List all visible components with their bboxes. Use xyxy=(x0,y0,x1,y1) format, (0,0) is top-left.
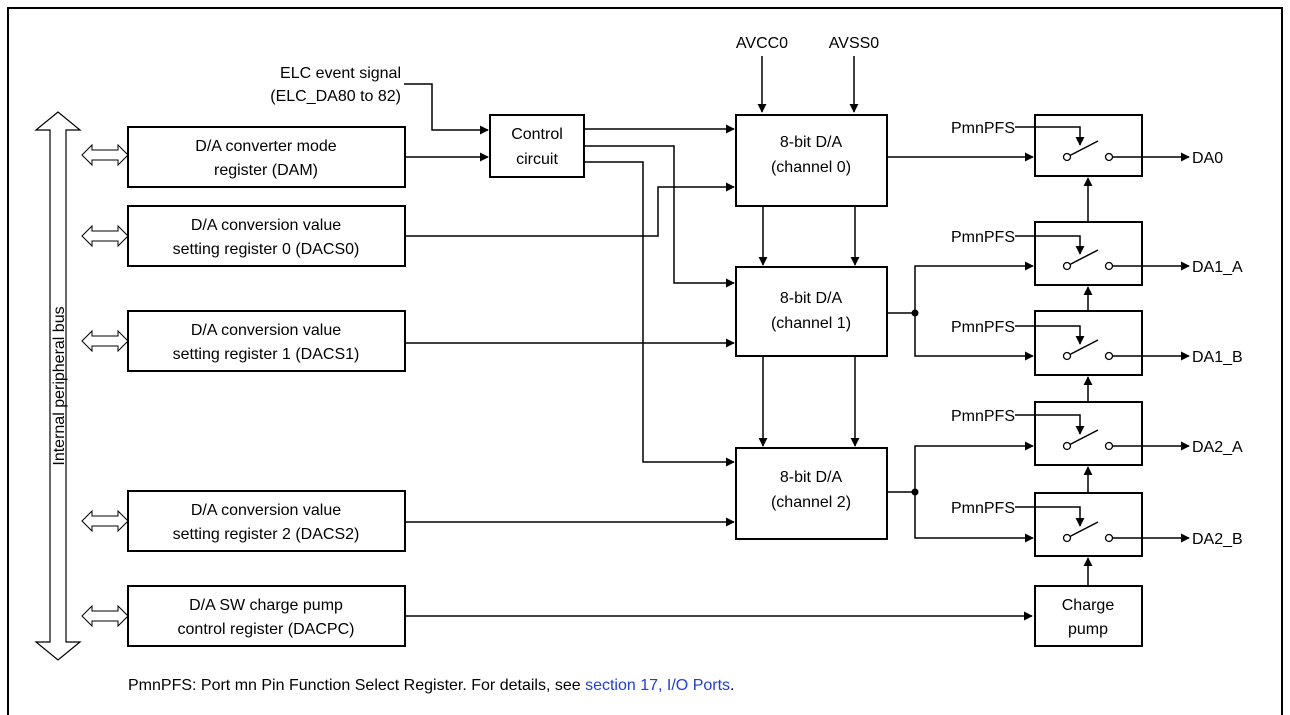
converter-channel-0: 8-bit D/A (channel 0) xyxy=(735,114,888,207)
pmnpfs-label: PmnPFS xyxy=(951,408,1015,425)
svg-text:8-bit D/A: 8-bit D/A xyxy=(780,134,843,151)
register-dacpc: D/A SW charge pump control register (DAC… xyxy=(127,585,406,647)
supply-avss0: AVSS0 xyxy=(829,35,880,113)
bus-link-dam xyxy=(81,143,129,167)
pmnpfs-label: PmnPFS xyxy=(951,319,1015,336)
svg-text:(ELC_DA80 to 82): (ELC_DA80 to 82) xyxy=(270,88,401,105)
output-da2-b: DA2_B xyxy=(1192,531,1243,548)
svg-text:AVCC0: AVCC0 xyxy=(736,35,788,52)
pmnpfs-label: PmnPFS xyxy=(951,120,1015,137)
svg-text:D/A SW charge pump: D/A SW charge pump xyxy=(189,597,343,614)
converter-channel-1: 8-bit D/A (channel 1) xyxy=(735,266,888,357)
svg-text:(channel 1): (channel 1) xyxy=(771,315,851,332)
footnote: PmnPFS: Port mn Pin Function Select Regi… xyxy=(128,677,734,694)
svg-text:D/A conversion value: D/A conversion value xyxy=(191,502,341,519)
bus-link-arrows xyxy=(81,143,129,628)
signal-wires xyxy=(405,124,1034,621)
svg-text:Control: Control xyxy=(511,126,563,143)
svg-text:Charge: Charge xyxy=(1062,597,1115,614)
internal-peripheral-bus: Internal peripheral bus xyxy=(34,111,82,661)
svg-text:setting register 0 (DACS0): setting register 0 (DACS0) xyxy=(173,241,360,258)
svg-text:setting register 1 (DACS1): setting register 1 (DACS1) xyxy=(173,346,360,363)
bus-link-dacs2 xyxy=(81,509,129,533)
register-dacs0: D/A conversion value setting register 0 … xyxy=(127,205,406,267)
register-dam: D/A converter mode register (DAM) xyxy=(127,126,406,188)
pmnpfs-label: PmnPFS xyxy=(951,500,1015,517)
switch-da1-a: PmnPFS xyxy=(951,221,1143,286)
pmnpfs-label: PmnPFS xyxy=(951,229,1015,246)
svg-text:D/A conversion value: D/A conversion value xyxy=(191,322,341,339)
switch-da1-b: PmnPFS xyxy=(951,310,1143,376)
svg-text:pump: pump xyxy=(1068,621,1108,638)
bus-link-dacpc xyxy=(81,604,129,628)
svg-text:circuit: circuit xyxy=(516,151,558,168)
control-circuit: Control circuit xyxy=(489,114,585,178)
svg-text:setting register 2 (DACS2): setting register 2 (DACS2) xyxy=(173,526,360,543)
switch-da0: PmnPFS xyxy=(951,114,1143,177)
footnote-text: PmnPFS: Port mn Pin Function Select Regi… xyxy=(128,677,585,694)
output-da1-b: DA1_B xyxy=(1192,349,1243,366)
output-da2-a: DA2_A xyxy=(1192,439,1243,456)
svg-text:ELC event signal: ELC event signal xyxy=(280,65,401,82)
figure-frame xyxy=(7,7,1283,715)
elc-event-signal: ELC event signal (ELC_DA80 to 82) xyxy=(270,65,489,135)
switch-da2-b: PmnPFS xyxy=(951,492,1143,557)
bus-link-dacs1 xyxy=(81,329,129,353)
svg-text:AVSS0: AVSS0 xyxy=(829,35,880,52)
svg-text:(channel 0): (channel 0) xyxy=(771,159,851,176)
svg-text:register (DAM): register (DAM) xyxy=(214,162,318,179)
supply-avcc0: AVCC0 xyxy=(736,35,788,113)
output-da0: DA0 xyxy=(1192,150,1223,167)
bus-label: Internal peripheral bus xyxy=(51,306,68,465)
output-pins: DA0 DA1_A DA1_B DA2_A DA2_B xyxy=(1113,150,1243,548)
svg-text:D/A converter mode: D/A converter mode xyxy=(195,138,337,155)
bus-link-dacs0 xyxy=(81,224,129,248)
register-dacs1: D/A conversion value setting register 1 … xyxy=(127,310,406,372)
svg-text:D/A conversion value: D/A conversion value xyxy=(191,217,341,234)
svg-text:8-bit D/A: 8-bit D/A xyxy=(780,290,843,307)
charge-pump: Charge pump xyxy=(1034,585,1143,647)
converter-channel-2: 8-bit D/A (channel 2) xyxy=(735,447,888,540)
svg-text:8-bit D/A: 8-bit D/A xyxy=(780,469,843,486)
output-da1-a: DA1_A xyxy=(1192,259,1243,276)
section-17-io-ports-link[interactable]: section 17, I/O Ports xyxy=(585,677,730,694)
svg-text:control register (DACPC): control register (DACPC) xyxy=(178,621,355,638)
footnote-end: . xyxy=(730,677,734,694)
svg-text:(channel 2): (channel 2) xyxy=(771,494,851,511)
register-dacs2: D/A conversion value setting register 2 … xyxy=(127,490,406,552)
switch-da2-a: PmnPFS xyxy=(951,401,1143,466)
